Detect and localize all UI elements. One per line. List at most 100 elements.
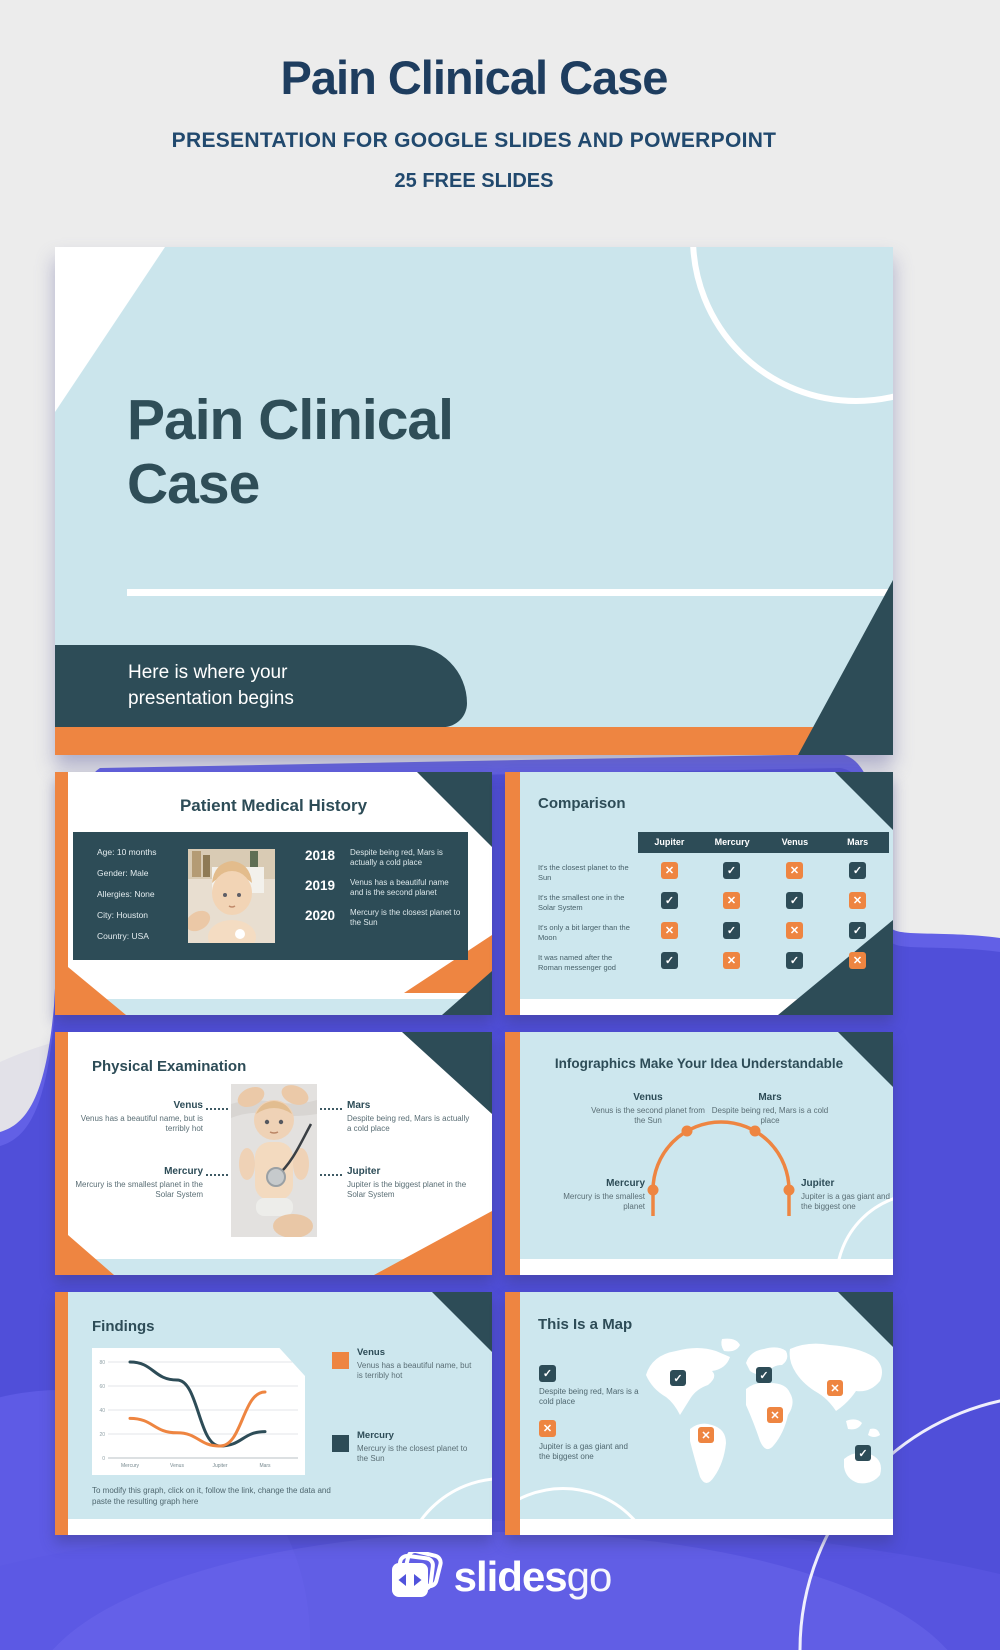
dotted-connector bbox=[320, 1174, 342, 1176]
svg-text:Venus: Venus bbox=[170, 1463, 184, 1469]
timeline-year: 2020 bbox=[305, 907, 336, 923]
circle-arc-decoration bbox=[400, 1477, 492, 1535]
column-header: Mercury bbox=[714, 837, 750, 847]
legend-name: Mercury bbox=[357, 1430, 394, 1441]
teal-corner-decoration bbox=[835, 772, 893, 830]
timeline-row: 2019 Venus has a beautiful name and is t… bbox=[305, 878, 465, 899]
svg-text:Mercury: Mercury bbox=[121, 1463, 140, 1469]
legend-mercury: Mercury Mercury is the closest planet to… bbox=[357, 1430, 472, 1465]
page-title: Pain Clinical Case bbox=[280, 51, 669, 104]
legend-text: Mercury is the closest planet to the Sun bbox=[357, 1444, 468, 1464]
legend-swatch-venus bbox=[332, 1352, 349, 1369]
info-line: City: Houston bbox=[97, 910, 149, 920]
thumbnail-infographics[interactable]: Infographics Make Your Idea Understandab… bbox=[505, 1032, 893, 1275]
map-marker-asia: ✕ bbox=[827, 1380, 843, 1396]
orange-edge-decoration bbox=[505, 772, 520, 1015]
timeline-row: 2020 Mercury is the closest planet to th… bbox=[305, 908, 465, 929]
table-mark: ✓ bbox=[849, 922, 866, 939]
map-marker-south-america: ✕ bbox=[698, 1427, 714, 1443]
table-mark: ✕ bbox=[661, 862, 678, 879]
item-name: Mars bbox=[347, 1100, 371, 1111]
column-header: Venus bbox=[781, 837, 809, 847]
table-mark: ✓ bbox=[723, 862, 740, 879]
info-line: Country: USA bbox=[97, 931, 149, 941]
comparison-row-label: It's the smallest one in the Solar Syste… bbox=[538, 893, 625, 913]
comparison-row-label: It was named after the Roman messenger g… bbox=[538, 953, 616, 973]
orange-bar-decoration bbox=[55, 727, 893, 755]
legend-mark: ✓ bbox=[539, 1365, 556, 1382]
item-text: Mercury is the smallest planet in the So… bbox=[75, 1180, 203, 1200]
legend-swatch-mercury bbox=[332, 1435, 349, 1452]
timeline-text: Venus has a beautiful name and is the se… bbox=[350, 877, 449, 898]
svg-text:Jupiter: Jupiter bbox=[212, 1463, 227, 1469]
orange-edge-decoration bbox=[55, 1032, 68, 1275]
orange-corner-decoration bbox=[68, 1235, 114, 1275]
svg-text:80: 80 bbox=[99, 1360, 105, 1366]
semicircle-diagram bbox=[647, 1120, 795, 1216]
timeline-year: 2019 bbox=[305, 877, 336, 893]
map-marker-africa: ✕ bbox=[767, 1407, 783, 1423]
orange-edge-decoration bbox=[505, 1292, 520, 1535]
bottom-band-decoration bbox=[505, 1259, 893, 1275]
svg-text:0: 0 bbox=[102, 1456, 105, 1462]
timeline-text: Mercury is the closest planet to the Sun bbox=[350, 907, 461, 927]
legend-name: Venus bbox=[357, 1347, 385, 1358]
dotted-connector bbox=[320, 1108, 342, 1110]
world-map bbox=[646, 1338, 882, 1484]
baby-exam-illustration bbox=[231, 1084, 317, 1237]
orange-edge-decoration bbox=[55, 772, 68, 1015]
table-mark: ✓ bbox=[786, 892, 803, 909]
item-name: Jupiter bbox=[347, 1166, 381, 1177]
slide-thumbnails-grid: Patient Medical History Age: 10 months G… bbox=[55, 772, 893, 1535]
table-mark: ✕ bbox=[661, 922, 678, 939]
item-name: Mercury bbox=[164, 1166, 203, 1177]
slide-title: Findings bbox=[92, 1318, 155, 1335]
chart-note: To modify this graph, click on it, follo… bbox=[92, 1486, 331, 1507]
exam-label-venus: Venus Venus has a beautiful name, but is… bbox=[75, 1100, 203, 1135]
item-text: Venus is the second planet from the Sun bbox=[591, 1106, 705, 1126]
thumbnail-comparison[interactable]: Comparison Jupiter Mercury Venus Mars It… bbox=[505, 772, 893, 1015]
table-mark: ✕ bbox=[723, 952, 740, 969]
svg-text:40: 40 bbox=[99, 1408, 105, 1414]
svg-text:Mars: Mars bbox=[259, 1463, 271, 1469]
thumbnail-map[interactable]: This Is a Map ✓ Despite being red, Mars … bbox=[505, 1292, 893, 1535]
brand-light: go bbox=[566, 1553, 613, 1600]
item-text: Jupiter is the biggest planet in the Sol… bbox=[347, 1180, 467, 1200]
item-text: Mercury is the smallest planet bbox=[563, 1192, 645, 1212]
exam-label-jupiter: Jupiter Jupiter is the biggest planet in… bbox=[347, 1166, 471, 1201]
slide-count: 25 FREE SLIDES bbox=[394, 170, 554, 192]
table-mark: ✕ bbox=[849, 892, 866, 909]
baby-photo bbox=[188, 849, 275, 943]
table-mark: ✕ bbox=[723, 892, 740, 909]
timeline: 2018 Despite being red, Mars is actually… bbox=[305, 848, 465, 937]
baby-exam-photo bbox=[231, 1084, 317, 1237]
info-label-mercury: Mercury Mercury is the smallest planet bbox=[545, 1178, 645, 1213]
slidesgo-logo[interactable]: slidesgo bbox=[0, 1552, 1000, 1602]
legend-mark: ✕ bbox=[539, 1420, 556, 1437]
thumbnail-physical-examination[interactable]: Physical Examination bbox=[55, 1032, 492, 1275]
thumbnail-patient-medical-history[interactable]: Patient Medical History Age: 10 months G… bbox=[55, 772, 492, 1015]
map-marker-north-america: ✓ bbox=[670, 1370, 686, 1386]
teal-corner-decoration bbox=[432, 1292, 492, 1352]
item-text: Despite being red, Mars is a cold place bbox=[711, 1106, 829, 1126]
table-mark: ✓ bbox=[723, 922, 740, 939]
slide-title: Patient Medical History bbox=[179, 796, 368, 815]
orange-edge-decoration bbox=[505, 1032, 520, 1275]
table-mark: ✓ bbox=[661, 892, 678, 909]
brand-wordmark: slidesgo bbox=[453, 1553, 613, 1601]
map-marker-australia: ✓ bbox=[855, 1445, 871, 1461]
info-line: Gender: Male bbox=[97, 868, 149, 878]
info-label-mars: Mars Despite being red, Mars is a cold p… bbox=[710, 1092, 830, 1127]
brand-bold: slides bbox=[453, 1553, 568, 1600]
table-mark: ✓ bbox=[786, 952, 803, 969]
title-slide[interactable]: Pain Clinical Case Here is where your pr… bbox=[55, 247, 893, 755]
table-mark: ✕ bbox=[786, 922, 803, 939]
legend-venus: Venus Venus has a beautiful name, but is… bbox=[357, 1347, 472, 1382]
table-mark: ✕ bbox=[786, 862, 803, 879]
info-line: Allergies: None bbox=[97, 889, 155, 899]
slide-main-title: Pain Clinical Case bbox=[127, 388, 454, 516]
